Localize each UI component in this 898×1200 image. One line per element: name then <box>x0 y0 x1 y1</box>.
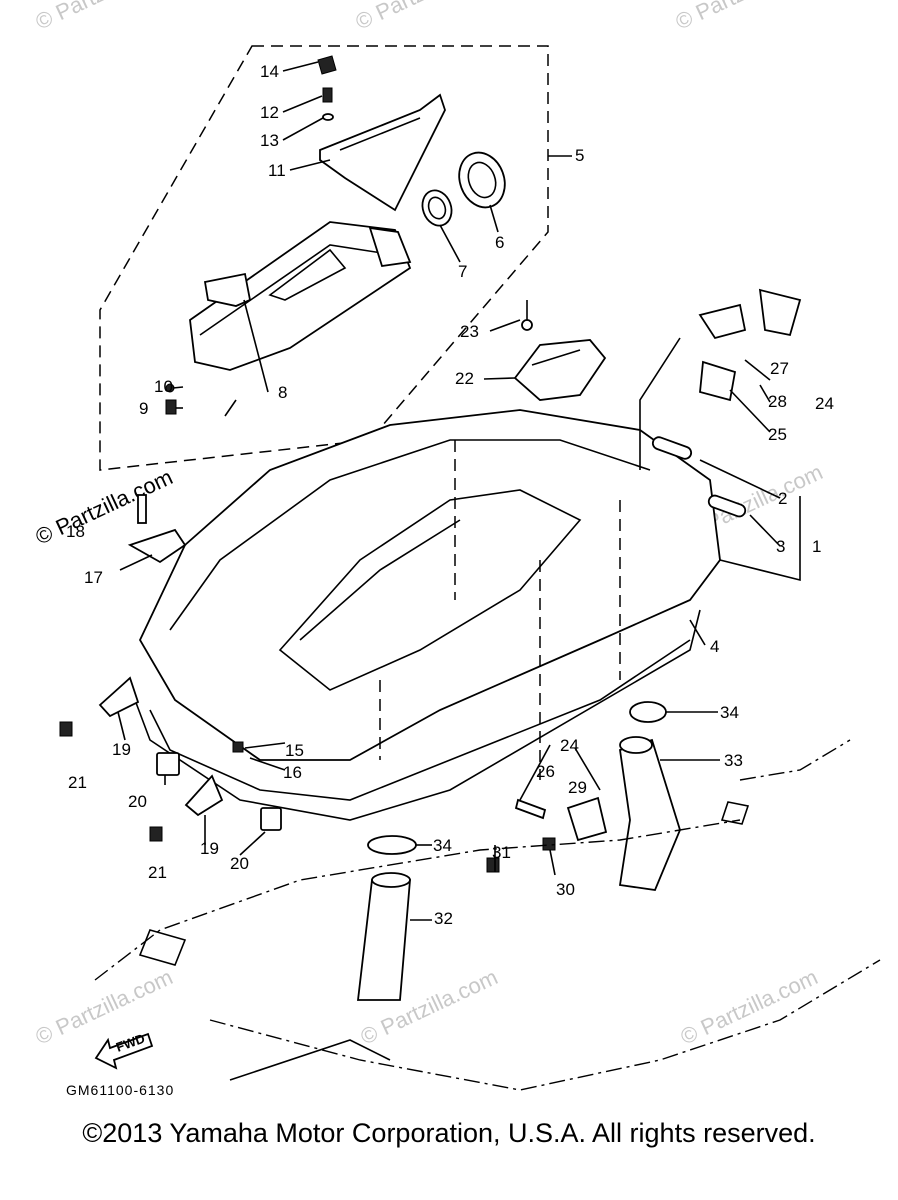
callout-12: 12 <box>260 103 279 122</box>
callout-27: 27 <box>770 359 789 378</box>
callout-24: 24 <box>815 394 834 413</box>
callout-28: 28 <box>768 392 787 411</box>
fwd-arrow-icon: FWD <box>94 1031 154 1070</box>
hull-outline <box>94 739 881 1091</box>
watermark: © Partzilla.com <box>672 0 817 35</box>
seal-ring-6 <box>458 151 506 209</box>
callout-11: 11 <box>268 161 286 180</box>
callout-2: 2 <box>778 489 787 508</box>
callout-5: 5 <box>575 146 584 165</box>
callout-20-lower: 20 <box>230 854 249 873</box>
plate-29 <box>486 796 608 873</box>
callout-7: 7 <box>458 262 467 281</box>
upper-storage-cover <box>189 221 412 371</box>
plate-3 <box>707 494 747 518</box>
callout-8: 8 <box>278 383 287 402</box>
bracket-17 <box>127 494 187 564</box>
callout-24-lower: 24 <box>560 736 579 755</box>
callout-31: 31 <box>492 843 511 862</box>
bracket-11 <box>319 93 446 212</box>
callout-22: 22 <box>455 369 474 388</box>
callout-4: 4 <box>710 637 719 656</box>
callout-21-lower: 21 <box>148 863 167 882</box>
callout-23: 23 <box>460 322 479 341</box>
watermark: © Partzilla.com <box>677 964 822 1049</box>
callout-3: 3 <box>776 537 785 556</box>
plate-2 <box>651 436 693 460</box>
callout-25: 25 <box>768 425 787 444</box>
nut-15-16 <box>232 741 244 753</box>
hinge-19-lower <box>184 774 224 817</box>
callout-34: 34 <box>720 703 739 722</box>
watermark: © Partzilla.com <box>32 0 177 35</box>
watermark: © Partzilla.com <box>32 964 177 1049</box>
callout-18: 18 <box>66 522 85 541</box>
callout-13: 13 <box>260 131 279 150</box>
callout-30: 30 <box>556 880 575 899</box>
callout-19-lower: 19 <box>200 839 219 858</box>
callout-32: 32 <box>434 909 453 928</box>
callout-26: 26 <box>536 762 555 781</box>
callout-17: 17 <box>84 568 103 587</box>
assembly-5-boundary <box>99 45 549 471</box>
callout-29: 29 <box>568 778 587 797</box>
callouts: 14 12 13 11 5 6 7 8 10 9 23 22 27 28 24 … <box>66 62 834 928</box>
plate-20 <box>156 752 282 831</box>
callout-21: 21 <box>68 773 87 792</box>
callout-19: 19 <box>112 740 131 759</box>
watermark: © Partzilla.com <box>352 0 497 35</box>
bolt-21 <box>59 721 163 842</box>
callout-1: 1 <box>812 537 821 556</box>
callout-20: 20 <box>128 792 147 811</box>
hook-assembly-24 <box>639 288 802 470</box>
grab-handle-22 <box>513 300 607 401</box>
hose-33 <box>618 736 681 891</box>
hinge-19-upper <box>98 676 140 718</box>
copyright-notice: ©2013 Yamaha Motor Corporation, U.S.A. A… <box>82 1118 816 1148</box>
callout-10: 10 <box>154 377 173 396</box>
hose-32 <box>356 872 411 1001</box>
hull-deck-4 <box>134 409 721 821</box>
part-code: GM61100-6130 <box>66 1082 174 1098</box>
seal-ring-7 <box>421 189 453 227</box>
callout-33: 33 <box>724 751 743 770</box>
callout-15: 15 <box>285 741 304 760</box>
callout-6: 6 <box>495 233 504 252</box>
callout-9: 9 <box>139 399 148 418</box>
callout-14: 14 <box>260 62 279 81</box>
exploded-parts-diagram: © Partzilla.com © Partzilla.com © Partzi… <box>32 0 881 1098</box>
callout-16: 16 <box>283 763 302 782</box>
leader-lines <box>117 61 801 921</box>
hardware-14-12-13 <box>317 55 337 121</box>
callout-34-lower: 34 <box>433 836 452 855</box>
hinge-8 <box>165 272 252 417</box>
